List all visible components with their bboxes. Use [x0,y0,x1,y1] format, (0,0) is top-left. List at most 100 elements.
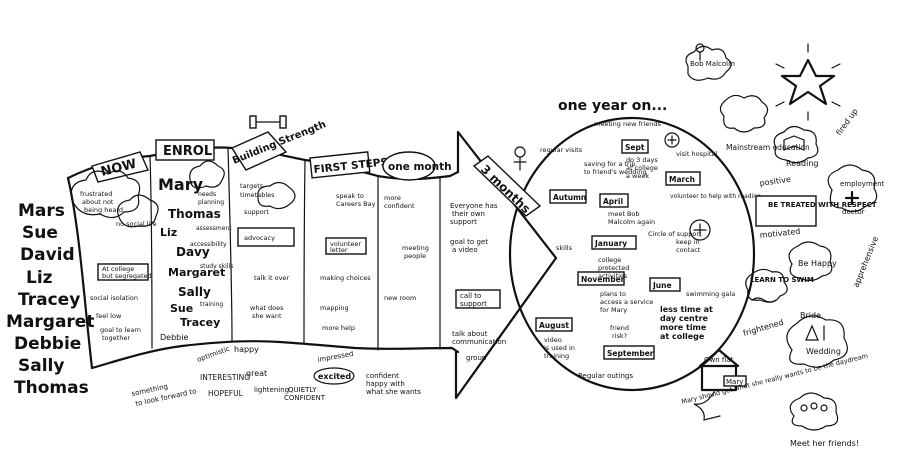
stage-first-steps: FIRST STEPS [309,151,389,179]
note: advocacy [244,234,275,242]
note: goal to learn [100,326,141,334]
column-first-steps-notes: speak to Careers Bay volunteer letter ma… [320,192,376,332]
clouds [70,160,296,228]
note: friend [610,324,629,332]
month-label: January [594,239,627,248]
note: accessibility [190,241,227,248]
note: speak to [336,192,364,200]
stage-enrol: ENROL [155,139,215,161]
column-enrol-notes: needs planning assessment accessibility … [190,191,233,308]
year-items: meeting new friends regular visits savin… [540,120,761,380]
note: feel low [96,312,122,320]
name: Liz [26,268,53,288]
feeling: excited [318,372,351,381]
note: no social life [116,220,157,228]
enrol-name: Sally [178,285,211,299]
feeling: great [246,369,267,378]
note: frustrated [80,190,112,198]
reading-label: Reading [786,159,818,168]
fired-up-label: fired up [834,107,859,137]
column-building-notes: targets timetables support advocacy talk… [237,182,295,320]
note: talk it over [254,274,289,282]
employment: employment doctor [827,164,885,216]
note: day centre [660,314,709,323]
feeling: happy with [366,380,405,388]
note: plans to [600,290,626,298]
note: Malcolm again [608,218,655,226]
mary-label: Mary [726,378,743,386]
note: more [384,194,401,202]
column-three-months-notes: Everyone has their own support goal to g… [450,202,506,362]
mainstream-label: Mainstream education [726,143,810,152]
feeling: happy [234,345,259,354]
note: she want [252,312,282,320]
note: swimming gala [686,290,735,298]
feeling: confident [366,372,399,380]
feeling: CONFIDENT [284,394,326,402]
enrol-name: Liz [160,226,177,239]
month-label: November [581,275,625,284]
note: their own [452,210,485,218]
note: keep in [676,238,700,246]
enrol-name: Margaret [168,266,225,279]
note: a week [626,172,649,180]
note: meeting [402,244,429,252]
name: Sally [18,356,64,376]
name: Tracey [18,290,80,310]
stage-headers: NOW ENROL Building Strength FIRST STEPS [91,115,542,217]
note: letter [330,246,348,254]
stage-one-year: one year on... [558,98,667,114]
mainstream-education: Mainstream education [719,94,810,152]
note: visit hospital [676,150,717,158]
note: to friend's wedding [584,168,646,176]
note: contact [676,246,701,254]
note: timetables [240,191,275,199]
note: Circle of support [648,230,702,238]
meet-friends-label: Meet her friends! [790,439,859,448]
note: Careers Bay [336,200,376,208]
note: about not [82,198,114,206]
name: Sue [22,223,58,243]
note: new room [384,294,416,302]
month-label: March [669,175,695,184]
learn-label: LEARN TO SWIM [750,276,814,284]
bride-wedding: Bride Wedding [786,311,848,368]
be-happy: Be Happy [788,241,837,282]
bride-label: Bride [800,311,821,320]
meet-friends: Meet her friends! [789,392,859,448]
name: David [20,245,75,265]
note: protected [598,264,629,272]
star-icon [775,43,841,121]
note: but segregated [102,272,152,280]
feeling: optimistic [196,345,231,364]
doctor-label: doctor [842,208,865,216]
own-flat-label: Own flat [704,356,734,364]
respect: BE TREATED WITH RESPECT [755,195,877,227]
note: risk? [612,332,627,340]
note: training [544,352,569,360]
note: needs [198,191,216,198]
note: social isolation [90,294,138,302]
note: college [598,256,621,264]
learn-to-swim: LEARN TO SWIM [745,268,814,303]
note: regular visits [540,146,583,154]
enrol-name: Sue [170,302,193,315]
note: together [102,334,130,342]
note: At college [102,265,134,273]
feeling: INTERESTING [200,373,250,382]
year-months: Autumn Sept January April March November… [535,139,701,360]
note: targets [240,182,264,190]
note: being heard [84,206,123,214]
apprehensive-label: apprehensive [852,235,881,289]
respect-label: BE TREATED WITH RESPECT [768,201,877,209]
enrol-name: Tracey [180,316,220,329]
one-year-circle: one year on... [508,98,756,392]
note: meeting new friends [594,120,662,128]
note: a video [452,246,478,254]
note: at college [626,164,658,172]
note: access a service [600,298,653,306]
right-side-dreams: Bob Malcolm Mainstream education Reading… [681,43,885,448]
stage-enrol-label: ENROL [163,144,212,159]
note: planning [198,199,224,206]
